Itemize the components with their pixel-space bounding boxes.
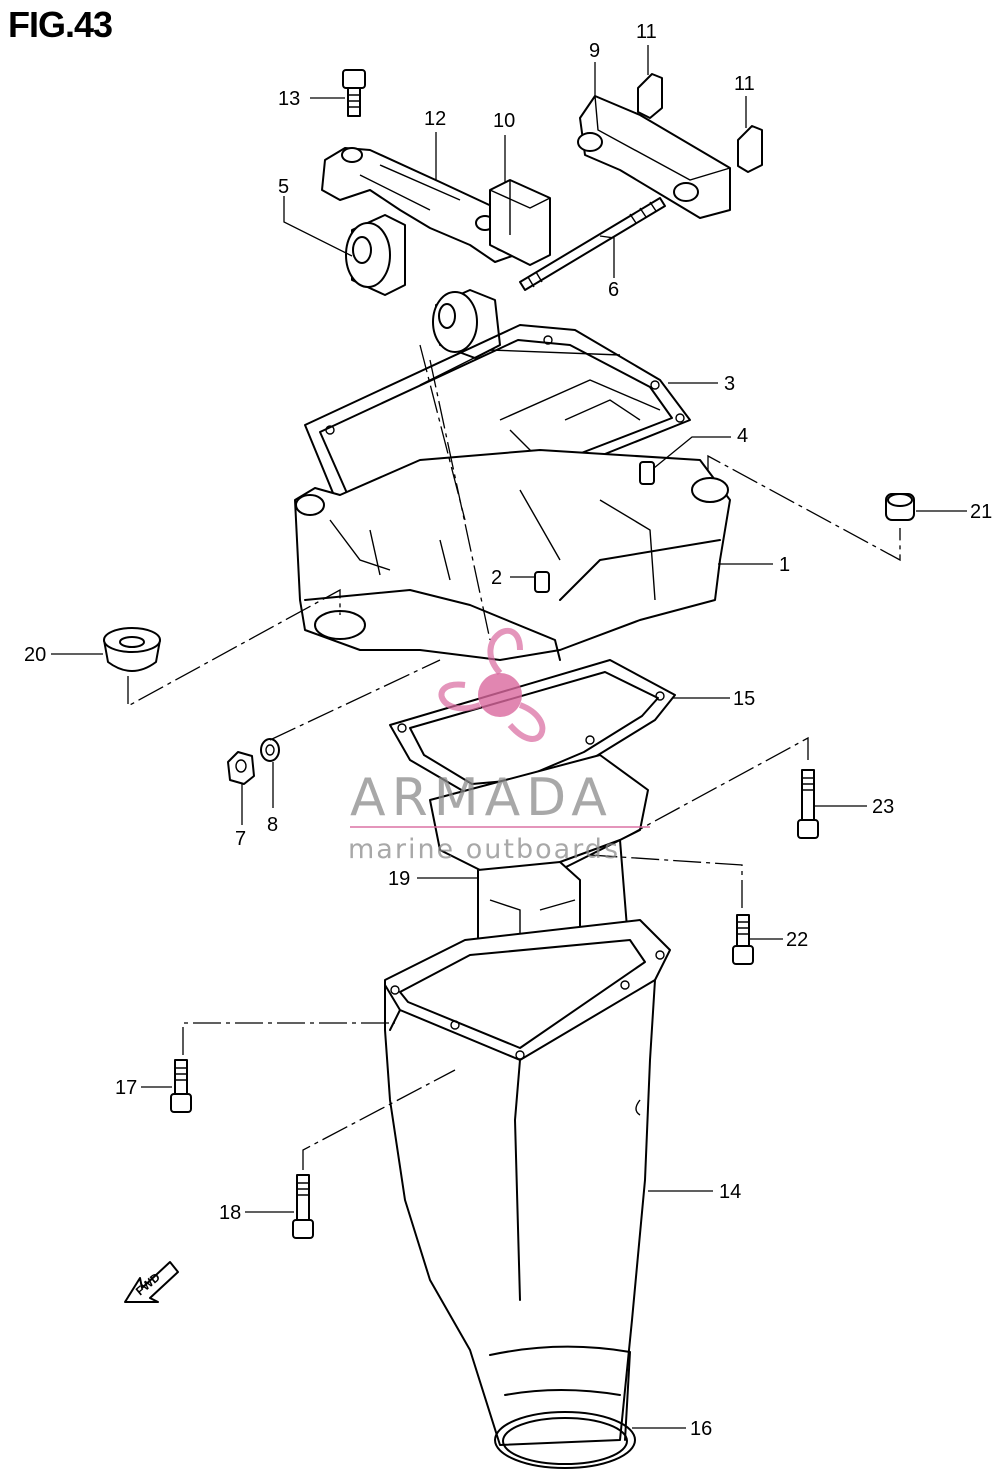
callout-15: 15 xyxy=(733,688,755,710)
part-21-grommet xyxy=(885,493,915,521)
part-20-seal xyxy=(103,627,161,672)
part-11-clip-b xyxy=(737,125,763,173)
fwd-direction-arrow: FWD xyxy=(124,1261,179,1303)
callout-1: 1 xyxy=(779,554,790,576)
part-14-oil-pan xyxy=(384,919,671,1446)
callout-10: 10 xyxy=(493,110,515,132)
callout-12: 12 xyxy=(424,108,446,130)
part-2-dowel-pin xyxy=(534,571,550,593)
armada-watermark: ARMADA marine outboards xyxy=(348,627,650,865)
figure-title: FIG.43 xyxy=(8,4,113,45)
part-23-bolt xyxy=(797,769,819,839)
part-6-stud xyxy=(519,197,666,291)
part-4-dowel-pin xyxy=(639,461,655,485)
part-18-bolt xyxy=(292,1174,314,1239)
part-17-bolt xyxy=(170,1059,192,1113)
callout-20: 20 xyxy=(24,644,46,666)
propeller-logo-icon xyxy=(438,627,546,742)
part-11-clip-a xyxy=(637,73,663,119)
callout-7: 7 xyxy=(235,828,246,850)
alignment-lines xyxy=(127,344,901,1170)
leader-lines xyxy=(51,45,967,1429)
callout-21: 21 xyxy=(970,501,992,523)
part-1-upper-housing xyxy=(294,449,731,661)
part-22-bolt xyxy=(732,914,754,965)
watermark-underline xyxy=(350,826,650,828)
part-7-nut xyxy=(227,751,255,785)
callout-2: 2 xyxy=(491,567,502,589)
part-13-bolt xyxy=(342,69,366,117)
callout-labels: 1 2 3 4 5 6 7 8 9 10 11 11 12 13 14 15 1… xyxy=(24,21,992,1440)
watermark-tagline: marine outboards xyxy=(348,834,620,865)
callout-22: 22 xyxy=(786,929,808,951)
callout-17: 17 xyxy=(115,1077,137,1099)
callout-3: 3 xyxy=(724,373,735,395)
callout-9: 9 xyxy=(589,40,600,62)
callout-18: 18 xyxy=(219,1202,241,1224)
part-8-washer xyxy=(260,738,280,762)
callout-6: 6 xyxy=(608,279,619,301)
callout-19: 19 xyxy=(388,868,410,890)
callout-16: 16 xyxy=(690,1418,712,1440)
callout-11a: 11 xyxy=(636,21,657,43)
callout-4: 4 xyxy=(737,425,748,447)
callout-13: 13 xyxy=(278,88,300,110)
callout-11b: 11 xyxy=(734,73,755,95)
part-10-rubber-block xyxy=(489,179,551,266)
callout-14: 14 xyxy=(719,1181,741,1203)
part-9-bracket-plate xyxy=(577,95,731,219)
callout-23: 23 xyxy=(872,796,894,818)
part-16-o-ring xyxy=(494,1411,636,1469)
callout-8: 8 xyxy=(267,814,278,836)
part-5-rubber-mount xyxy=(345,214,501,359)
watermark-brand: ARMADA xyxy=(350,768,613,828)
callout-5: 5 xyxy=(278,176,289,198)
